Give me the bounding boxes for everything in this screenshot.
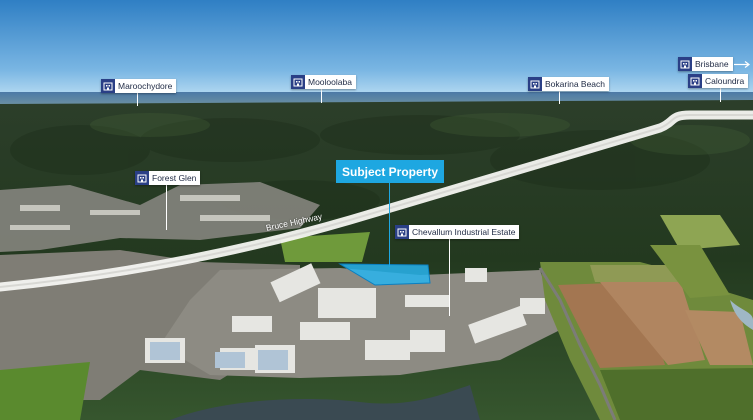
forest-glen-stem <box>166 184 167 230</box>
callout-label: Forest Glen <box>152 173 197 183</box>
callout-mooloolaba: Mooloolaba <box>291 75 356 89</box>
callout-label: Brisbane <box>695 59 729 69</box>
callout-forest-glen: Forest Glen <box>135 171 201 185</box>
building-icon <box>395 225 409 239</box>
bokarina-stem <box>559 90 560 104</box>
callout-label: Chevallum Industrial Estate <box>412 227 516 237</box>
building-icon <box>688 74 702 88</box>
subject-property-stem <box>389 183 390 267</box>
callout-label: Caloundra <box>705 76 745 86</box>
callout-chevallum-industrial-estate: Chevallum Industrial Estate <box>395 225 520 239</box>
callout-bokarina-beach: Bokarina Beach <box>528 77 610 91</box>
callout-brisbane: Brisbane <box>678 57 733 71</box>
building-icon <box>135 171 149 185</box>
callout-label: Maroochydore <box>118 81 173 91</box>
building-icon <box>528 77 542 91</box>
building-icon <box>291 75 305 89</box>
arrow-right-icon <box>734 61 750 68</box>
building-icon <box>101 79 115 93</box>
callout-label: Mooloolaba <box>308 77 352 87</box>
subject-property-label: Subject Property <box>336 160 444 183</box>
caloundra-stem <box>720 87 721 102</box>
mooloolaba-stem <box>321 88 322 103</box>
chevallum-stem <box>449 238 450 316</box>
maroochydore-stem <box>137 92 138 106</box>
building-icon <box>678 57 692 71</box>
callout-label: Bokarina Beach <box>545 79 606 89</box>
callout-caloundra: Caloundra <box>688 74 749 88</box>
callout-maroochydore: Maroochydore <box>101 79 177 93</box>
